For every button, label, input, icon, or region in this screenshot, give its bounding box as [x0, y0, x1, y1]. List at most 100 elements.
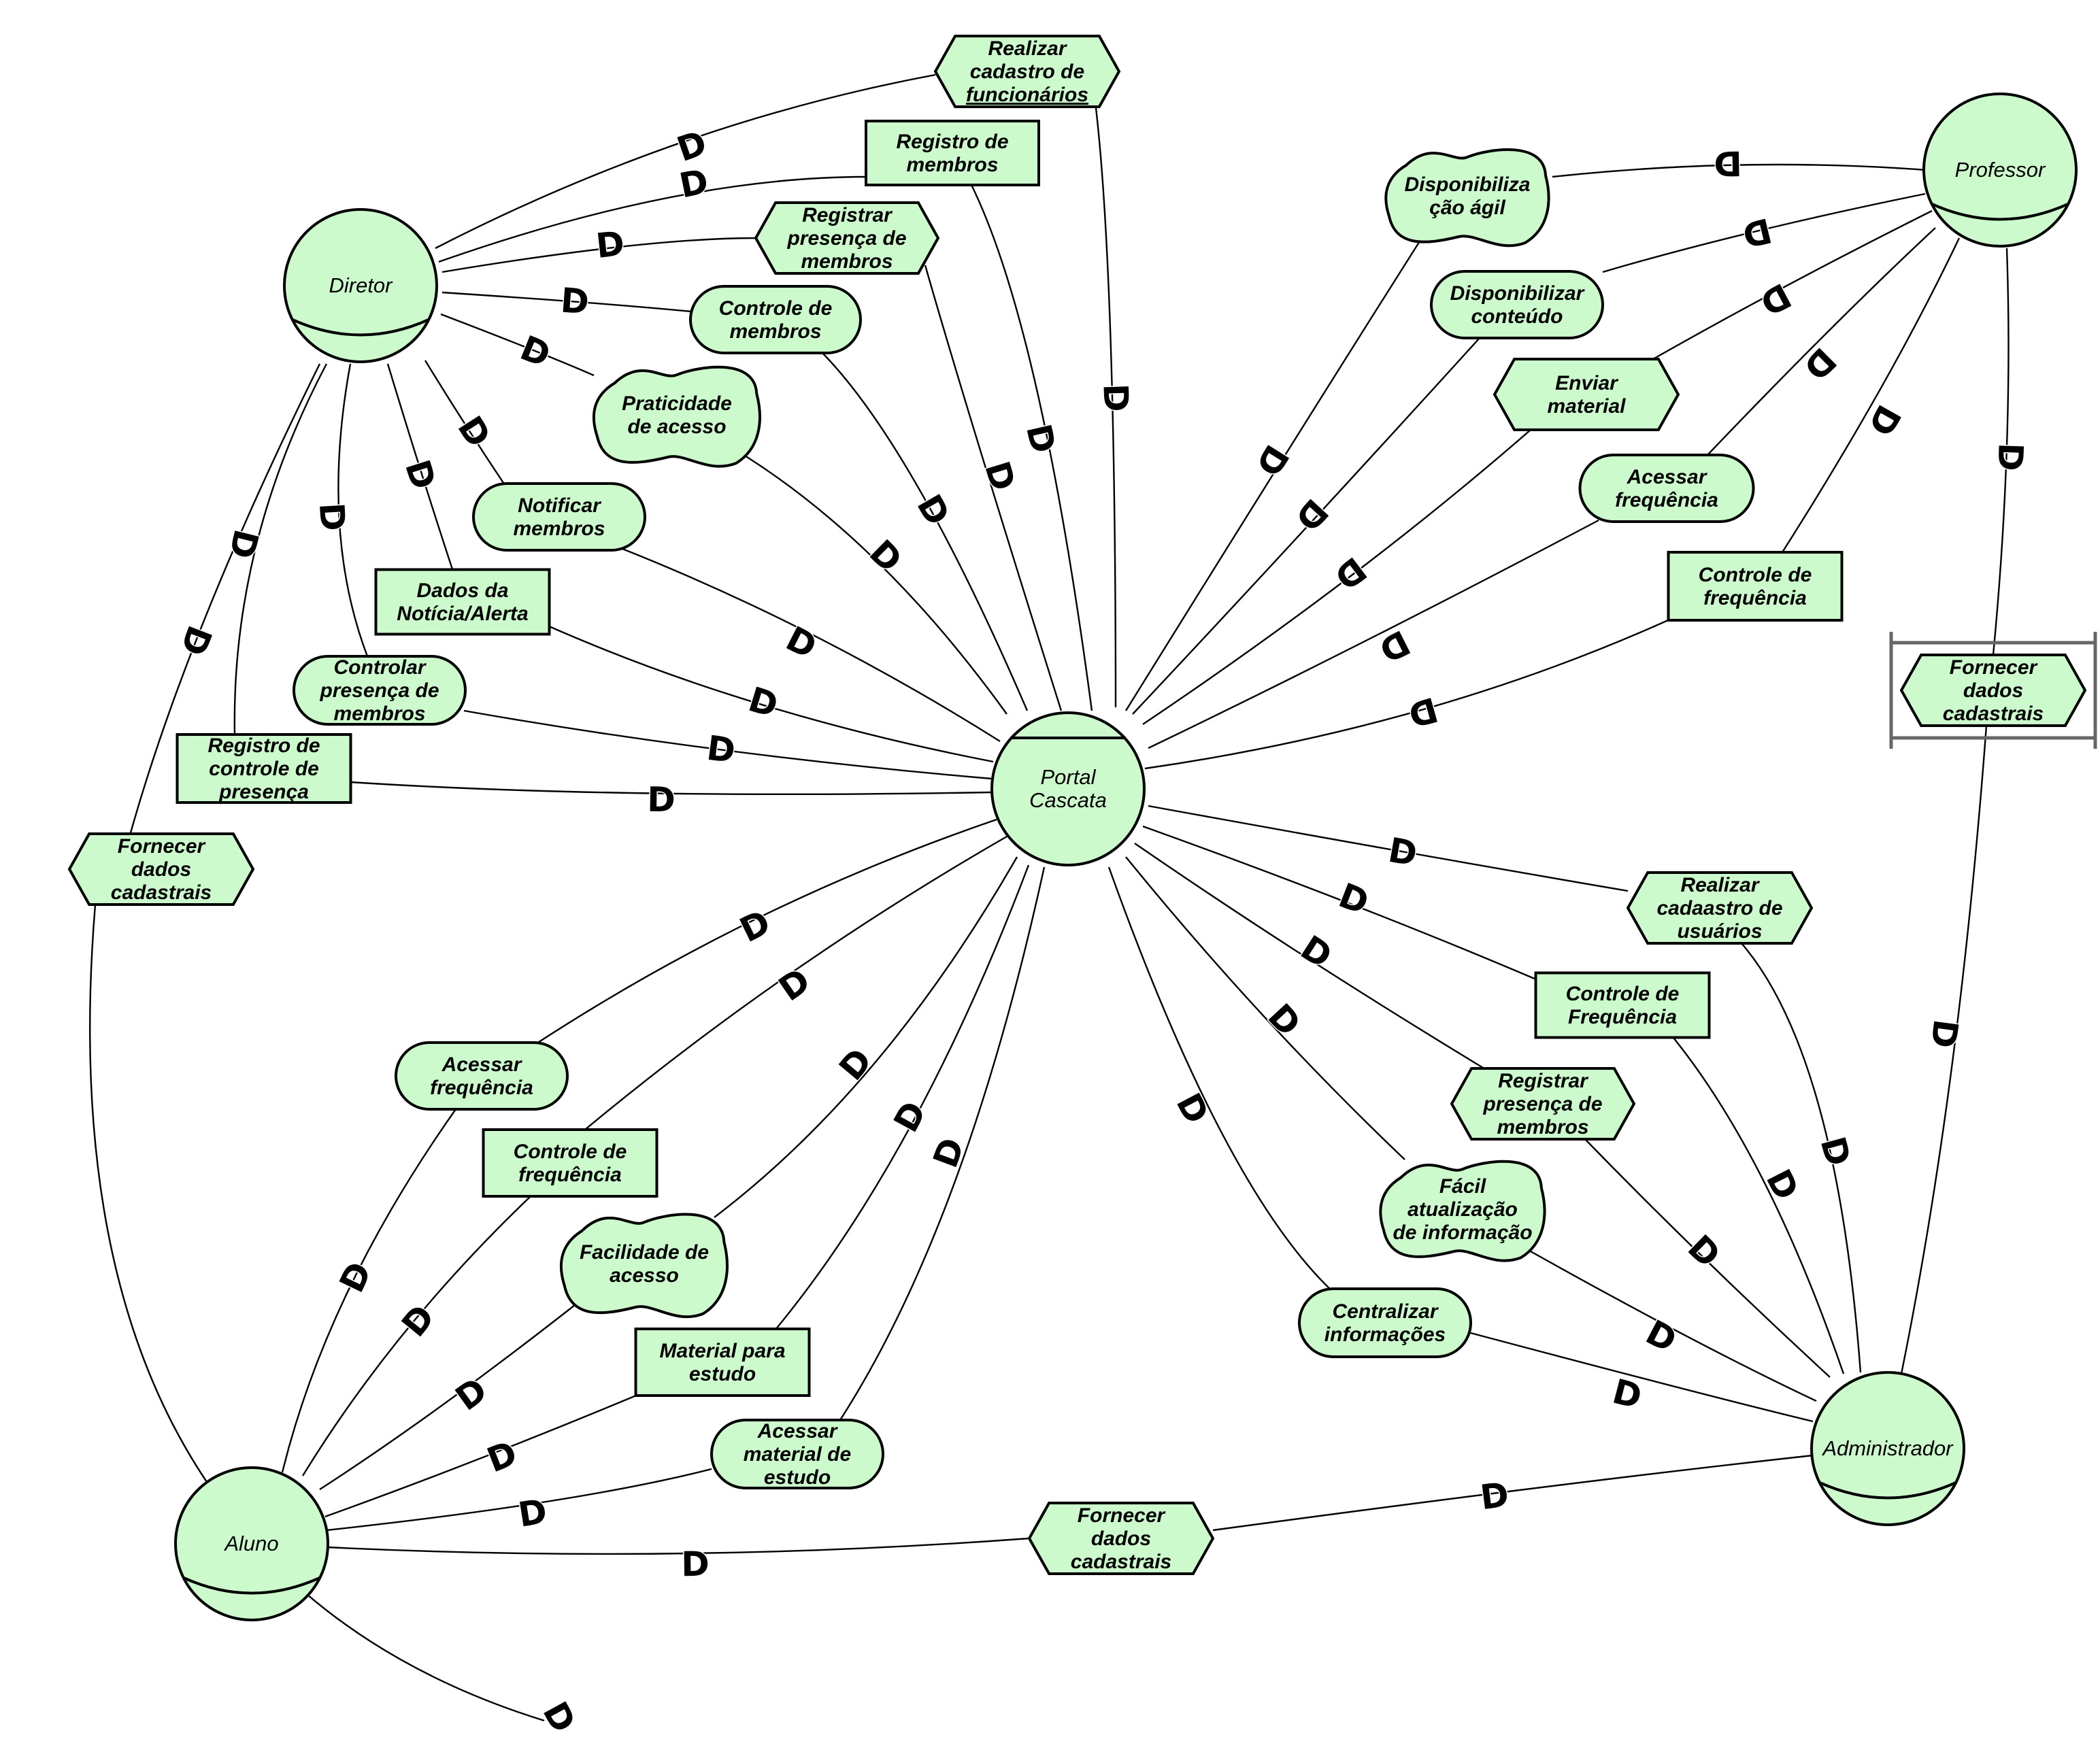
dependency-marker: D: [734, 902, 777, 950]
task-shape: [1626, 871, 1814, 945]
goal-shape: [293, 655, 467, 726]
dependency-link-m3-administrador: [1584, 1138, 1831, 1378]
dependency-marker: D: [1680, 1228, 1728, 1276]
selection-bracket: [1889, 632, 2097, 749]
dependency-marker: D: [1327, 549, 1373, 597]
dependency-link-a6-administrador: [1212, 1454, 1814, 1532]
goal-shape: [710, 1419, 884, 1489]
dependency-links: [88, 73, 2010, 1722]
dependency-marker: D: [1385, 830, 1420, 874]
dependency-link-diretor-d6: [424, 360, 504, 484]
actor-circle: [1922, 92, 2078, 248]
actor-professor[interactable]: Professor: [1922, 92, 2078, 248]
dependency-link-portal-m1: [1148, 805, 1629, 892]
dependency-marker: D: [681, 1544, 710, 1585]
dependency-link-a2-portal: [584, 835, 1007, 1130]
dependency-link-diretor-d9: [233, 363, 328, 735]
actor-diretor[interactable]: Diretor: [283, 208, 438, 363]
resource-shape: [634, 1328, 811, 1397]
role-arc: [1931, 203, 2069, 221]
dependency-link-aluno-a5: [326, 1468, 712, 1532]
dependency-link-aluno-a2: [301, 1196, 531, 1476]
dependency-link-professor-p3: [1652, 209, 1933, 360]
goal-shape: [1298, 1287, 1472, 1358]
dependency-link-a1-portal: [530, 818, 997, 1049]
dependency-marker: D: [1923, 1017, 1966, 1051]
dependency-link-p5-portal: [1144, 619, 1669, 770]
dependency-marker: D: [647, 780, 676, 820]
resource-shape: [1667, 551, 1844, 622]
resource-shape: [374, 568, 551, 636]
dependency-link-d8-portal: [463, 709, 993, 780]
actor-aluno[interactable]: Aluno: [174, 1466, 329, 1621]
dependency-marker: D: [535, 1695, 584, 1739]
dependency-marker: D: [312, 502, 352, 533]
dependency-link-d6-portal: [618, 546, 1001, 743]
actor-administrador[interactable]: Administrador: [1810, 1371, 1965, 1526]
dependency-link-a5-portal: [839, 866, 1046, 1421]
dependency-marker: D: [1714, 143, 1743, 184]
dependency-marker: D: [1990, 442, 2030, 471]
dependency-link-diretor-d5: [440, 313, 595, 377]
dependency-link-p6-administrador: [1900, 725, 1988, 1374]
dependency-link-d1-portal: [1094, 101, 1117, 708]
resource-shape: [176, 733, 352, 804]
dependency-link-portal-m5: [1107, 866, 1334, 1293]
dependency-link-m2-administrador: [1673, 1037, 1845, 1374]
dependency-link-portal-m2: [1142, 825, 1537, 981]
dependency-marker: D: [1261, 996, 1309, 1044]
dependency-link-a3-portal: [714, 856, 1018, 1218]
softgoal-shape: [592, 365, 761, 468]
dependency-marker: D: [744, 679, 783, 726]
dependency-marker: D: [771, 960, 817, 1009]
dependency-link-professor-p1: [1552, 163, 1927, 178]
dependency-marker: D: [332, 1256, 380, 1298]
role-arc: [292, 318, 429, 337]
dependency-marker: D: [1169, 1087, 1217, 1130]
dependency-link-d9-portal: [350, 781, 993, 796]
dependency-link-m4-administrador: [1530, 1250, 1817, 1402]
dependency-marker: D: [1813, 1132, 1859, 1170]
dependency-link-professor-p6: [1992, 248, 2010, 656]
dependency-marker: D: [1288, 491, 1336, 539]
dependency-link-p3-portal: [1142, 429, 1531, 725]
actor-label: Aluno: [223, 1532, 278, 1555]
